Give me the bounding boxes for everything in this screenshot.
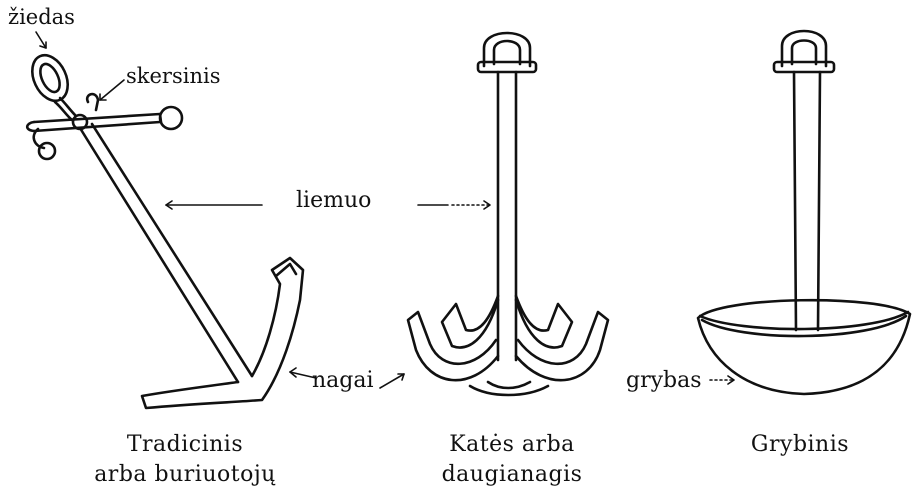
mushroom-anchor-shank (794, 72, 820, 330)
label-mushroom-bowl: grybas (626, 370, 702, 392)
label-ring: žiedas (8, 7, 75, 28)
mushroom-anchor (698, 31, 910, 394)
caption-mushroom: Grybinis (720, 430, 880, 460)
caption-grapnel-line-2: daugianagis (402, 460, 622, 490)
caption-traditional-line-2: arba buriuotojų (60, 460, 310, 490)
label-stock: skersinis (126, 66, 220, 87)
grapnel-anchor (408, 33, 608, 395)
caption-traditional-line-1: Tradicinis (60, 430, 310, 460)
traditional-anchor-stock (34, 114, 160, 131)
label-shank: liemuo (296, 190, 371, 212)
caption-mushroom-line-1: Grybinis (720, 430, 880, 460)
caption-traditional: Tradicinis arba buriuotojų (60, 430, 310, 490)
traditional-anchor-ring (25, 49, 74, 106)
traditional-anchor-arms (142, 258, 303, 408)
label-flukes: nagai (312, 370, 374, 392)
caption-grapnel-line-1: Katės arba (402, 430, 622, 460)
caption-grapnel: Katės arba daugianagis (402, 430, 622, 490)
grapnel-anchor-shank (498, 72, 516, 360)
traditional-anchor-shank (80, 124, 252, 382)
traditional-anchor (25, 49, 303, 408)
